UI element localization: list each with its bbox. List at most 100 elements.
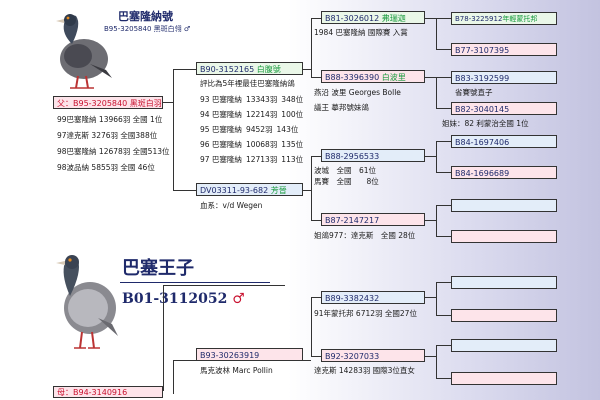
pigeon-photo-top [52, 4, 114, 92]
gen3-b-note-2: 議王 摹邦號妹鴿 [314, 103, 369, 112]
connector [436, 345, 437, 379]
gen4-d-box[interactable]: B82-3040145 [451, 102, 557, 115]
gen4-i-box[interactable] [451, 276, 557, 289]
gen4-j-box[interactable] [451, 309, 557, 322]
connector [311, 18, 312, 78]
top-bird-title: 巴塞隆納號 [118, 10, 173, 23]
gen4-e-box[interactable]: B84-1697406 [451, 135, 557, 148]
gen3-e-ring: B89-3382432 [325, 294, 380, 303]
connector [436, 77, 451, 78]
connector [436, 205, 451, 206]
connector [311, 77, 321, 78]
gen4-c-box[interactable]: B83-3192599 [451, 71, 557, 84]
connector [163, 285, 285, 286]
gen2-dam-color: 芳晉 [270, 186, 287, 195]
sire-result-2: 97達克斯 3276羽 全國388位 [57, 131, 158, 140]
result-race: 93 巴塞隆納 [200, 95, 242, 104]
main-ring: B01-3112052 [122, 291, 228, 307]
gen4-c-note: 省賽號直子 [455, 88, 493, 97]
gen4-e-ring: B84-1697406 [455, 138, 510, 147]
connector [173, 360, 196, 361]
sire-box[interactable]: 父：B95-3205840 黑斑白羽 [53, 96, 163, 109]
title-underline [120, 282, 270, 283]
top-bird-color-sex: 黑斑白翎 ♂ [153, 25, 191, 33]
connector [425, 18, 436, 19]
sire-result-3: 98巴塞隆納 12678羽 全國513位 [57, 147, 170, 156]
gen3-a-box[interactable]: B81-3026012 弗瑞迦 [321, 11, 425, 24]
connector [436, 108, 451, 109]
main-title: 巴塞王子 [122, 258, 194, 279]
gen2-dam-box[interactable]: DV03311-93-682 芳晉 [196, 183, 303, 196]
result-birds: 9452羽 [245, 125, 273, 134]
connector [436, 141, 451, 142]
gen2-sire-color: 白腹號 [256, 65, 281, 74]
gen4-a-color: 年輕蒙托邦 [502, 15, 538, 23]
connector [303, 69, 311, 70]
gen3-f-note: 達克斯 14283羽 國際3位直女 [314, 366, 415, 375]
result-pos: 113位 [281, 155, 304, 164]
gen3-d-box[interactable]: B87-2147217 [321, 213, 425, 226]
connector [425, 297, 436, 298]
top-bird-ring-line: B95-3205840 黑斑白翎 ♂ [104, 25, 190, 34]
gen4-a-ring: B78-3225912 [455, 15, 503, 23]
dam-sire-box[interactable]: B93-30263919 [196, 348, 303, 361]
gen4-d-note: 姐妹：82 利蒙治全國 1位 [442, 119, 529, 128]
result-birds: 12214羽 [245, 110, 278, 119]
result-pos: 100位 [281, 110, 304, 119]
sire-color: 黑斑白羽 [129, 99, 162, 108]
gen4-k-box[interactable] [451, 339, 557, 352]
gen3-a-note: 1984 巴塞隆納 國際賽 入賞 [314, 28, 408, 37]
gen2-sire-note: 評比為5年裡最佳巴塞隆納鴿 [200, 79, 295, 88]
gen3-b-color: 白波里 [381, 73, 406, 82]
connector [163, 102, 173, 103]
connector [436, 345, 451, 346]
gen4-h-box[interactable] [451, 230, 557, 243]
gen4-g-box[interactable] [451, 199, 557, 212]
gen3-e-box[interactable]: B89-3382432 [321, 291, 425, 304]
connector [303, 360, 311, 361]
gen4-b-box[interactable]: B77-3107395 [451, 43, 557, 56]
connector [163, 285, 164, 391]
connector [173, 190, 196, 191]
connector [436, 49, 451, 50]
connector [311, 156, 321, 157]
connector [311, 356, 321, 357]
gen4-l-box[interactable] [451, 372, 557, 385]
gen3-b-note-1: 燕沿 波里 Georges Bolle [314, 88, 401, 97]
gen3-b-box[interactable]: B88-3396390 白波里 [321, 70, 425, 83]
gen3-a-ring: B81-3026012 [325, 14, 380, 23]
gen3-c-note-2: 馬賽 全國 8位 [314, 177, 379, 186]
connector [436, 236, 451, 237]
gen3-c-box[interactable]: B88-2956533 [321, 149, 425, 162]
dam-ring: B94-3140916 [73, 388, 128, 397]
gen3-f-box[interactable]: B92-3207033 [321, 349, 425, 362]
result-pos: 135位 [281, 140, 304, 149]
gen4-d-ring: B82-3040145 [455, 105, 510, 114]
gen3-c-ring: B88-2956533 [325, 152, 380, 161]
result-race: 96 巴塞隆納 [200, 140, 242, 149]
connector [311, 156, 312, 221]
connector [436, 172, 451, 173]
top-bird-ring: B95-3205840 [104, 25, 152, 33]
connector [436, 282, 451, 283]
dam-sire-note: 馬克波林 Marc Pollin [200, 366, 273, 375]
result-race: 94 巴塞隆納 [200, 110, 242, 119]
gen2-sire-box[interactable]: B90-3152165 白腹號 [196, 62, 303, 75]
gen3-b-ring: B88-3396390 [325, 73, 380, 82]
dam-box[interactable]: 母：B94-3140916 [53, 386, 163, 398]
gen3-c-note-1: 波城 全國 61位 [314, 166, 377, 175]
pigeon-photo-main [54, 244, 120, 356]
gen4-f-ring: B84-1696689 [455, 169, 510, 178]
connector [436, 315, 451, 316]
connector [425, 77, 436, 78]
connector [311, 297, 321, 298]
connector [173, 69, 174, 191]
gen4-a-box[interactable]: B78-3225912年輕蒙托邦 [451, 12, 557, 25]
gen3-d-ring: B87-2147217 [325, 216, 380, 225]
gen3-f-ring: B92-3207033 [325, 352, 380, 361]
sire-result-4: 98波品納 5855羽 全國 46位 [57, 163, 155, 172]
connector [311, 220, 321, 221]
result-pos: 348位 [281, 95, 304, 104]
gen4-f-box[interactable]: B84-1696689 [451, 166, 557, 179]
